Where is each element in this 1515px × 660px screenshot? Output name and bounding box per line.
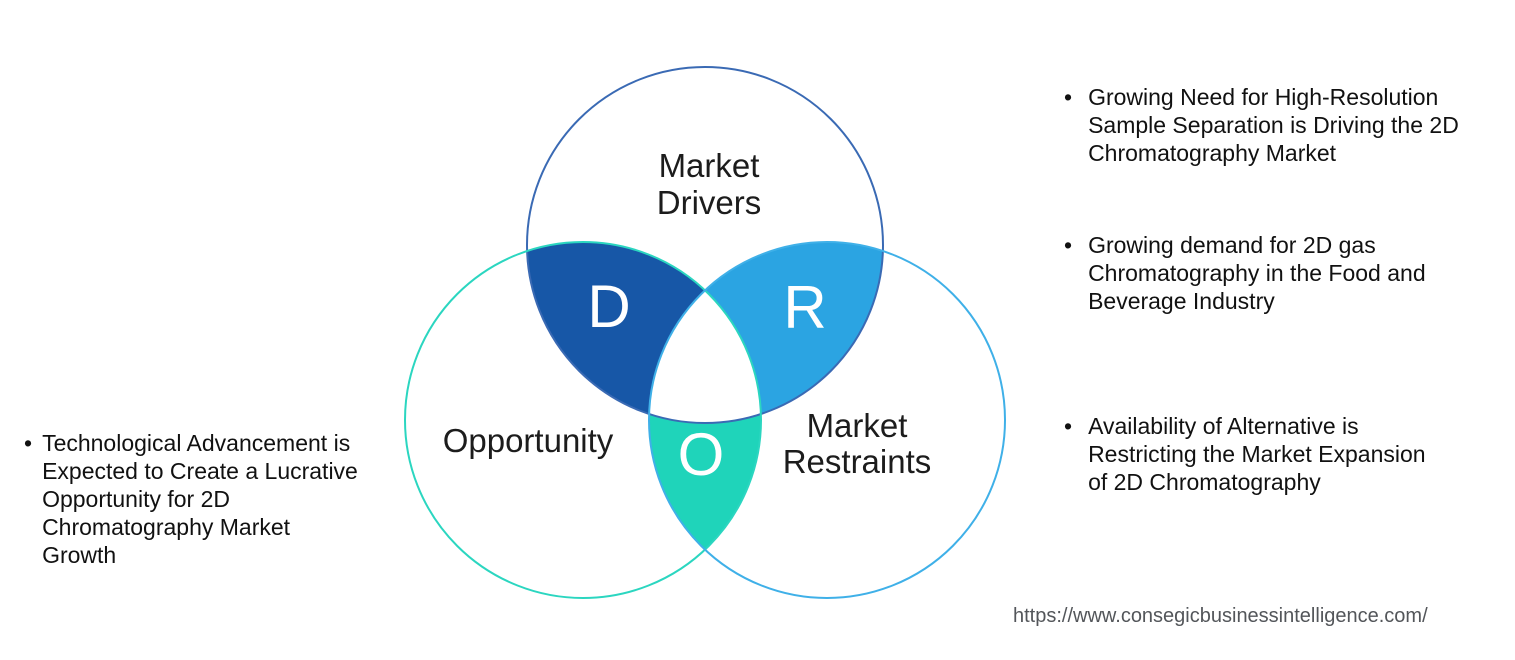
venn-diagram: D R O Market Drivers Opportunity Market … — [404, 66, 1006, 599]
letter-o: O — [678, 421, 725, 488]
note-restraint-1-text: Availability of Alternative is Restricti… — [1088, 413, 1426, 495]
note-opportunity-text: Technological Advancement is Expected to… — [42, 430, 358, 568]
letter-d: D — [587, 273, 630, 340]
drivers-label-line2: Drivers — [657, 184, 762, 221]
restraints-label-line2: Restraints — [783, 443, 932, 480]
note-opportunity: • Technological Advancement is Expected … — [24, 429, 409, 569]
opportunity-circle — [404, 241, 762, 599]
note-restraint-1: • Availability of Alternative is Restric… — [1064, 412, 1494, 496]
restraints-label-line1: Market — [807, 407, 908, 444]
note-driver-1: • Growing Need for High-Resolution Sampl… — [1064, 83, 1494, 167]
bullet-icon: • — [1064, 413, 1073, 439]
bullet-icon: • — [24, 430, 33, 456]
opportunity-label: Opportunity — [443, 422, 614, 459]
note-driver-2-text: Growing demand for 2D gas Chromatography… — [1088, 232, 1426, 314]
drivers-label-line1: Market — [659, 147, 760, 184]
bullet-icon: • — [1064, 232, 1073, 258]
note-driver-1-text: Growing Need for High-Resolution Sample … — [1088, 84, 1459, 166]
bullet-icon: • — [1064, 84, 1073, 110]
source-url[interactable]: https://www.consegicbusinessintelligence… — [1013, 605, 1428, 627]
note-driver-2: • Growing demand for 2D gas Chromatograp… — [1064, 231, 1494, 315]
drivers-circle — [526, 66, 884, 424]
restraints-circle — [648, 241, 1006, 599]
letter-r: R — [783, 274, 826, 341]
